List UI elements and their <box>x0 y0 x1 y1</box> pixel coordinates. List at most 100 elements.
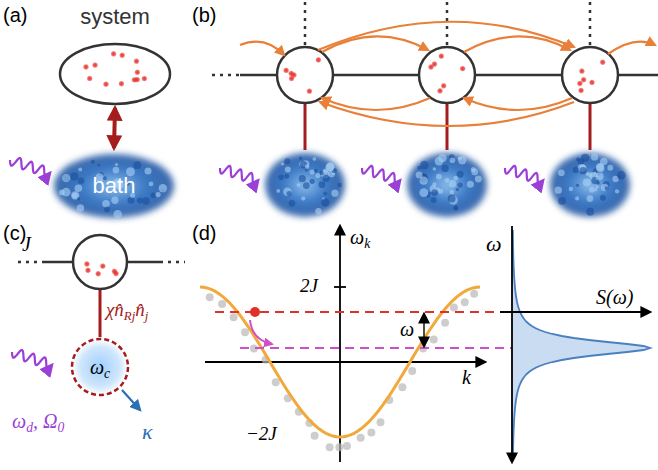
particle-dot <box>110 51 116 57</box>
text-run: , Ω <box>33 410 57 432</box>
bath-speckle <box>71 191 79 199</box>
bath-speckle <box>322 175 329 182</box>
particle-dot <box>580 77 586 83</box>
subscript: c <box>104 366 110 381</box>
mode-dot <box>376 418 384 426</box>
hopping-arrow <box>608 42 655 54</box>
bath-speckle <box>276 189 280 193</box>
lattice-site <box>562 47 618 103</box>
bath-speckle <box>441 165 448 172</box>
mode-dot <box>343 442 351 450</box>
bath-speckle <box>104 206 110 212</box>
lattice-site <box>277 47 333 103</box>
subscript: j <box>145 308 149 323</box>
node-text: bath <box>93 173 136 199</box>
bath-speckle <box>454 206 459 211</box>
panel-label: (d) <box>192 222 216 244</box>
bath-speckle <box>281 162 284 165</box>
cavity-outline <box>72 339 128 395</box>
coupling-line <box>99 290 102 337</box>
coupling-label: χn̂Rjn̂j <box>106 300 148 321</box>
omega-k-axis <box>339 226 341 462</box>
k-axis <box>205 361 485 363</box>
bath-speckle <box>283 187 292 196</box>
drive-wave <box>360 163 401 185</box>
bath-speckle <box>284 174 289 179</box>
text-run: ω <box>486 231 502 256</box>
particle-dot <box>599 59 605 65</box>
lattice-bond-dashed <box>589 2 592 45</box>
text-run: n̂ <box>135 299 145 320</box>
node-text: ωc <box>90 356 110 379</box>
bath-speckle <box>315 173 320 178</box>
coupling-line <box>304 103 307 150</box>
particle-dot <box>119 52 125 58</box>
text-run: J <box>22 233 31 255</box>
particle-dot <box>95 271 101 277</box>
particle-dot <box>315 57 321 63</box>
bath-speckle <box>435 157 444 166</box>
mode-dot <box>357 434 365 442</box>
bath-speckle <box>600 195 606 201</box>
bath-speckle <box>75 184 83 192</box>
drive-wave <box>10 347 53 369</box>
bath-speckle <box>558 169 565 176</box>
bath-speckle <box>456 188 460 192</box>
mode-dot <box>470 290 478 298</box>
particle-dot <box>118 80 124 86</box>
bath-speckle <box>303 182 310 189</box>
hopping-arrow <box>320 102 574 126</box>
bath-speckle <box>78 177 85 184</box>
lattice-site <box>73 235 127 289</box>
bath-speckle <box>454 205 458 209</box>
bath-speckle <box>605 187 609 191</box>
bath-blob <box>265 153 345 217</box>
bath-speckle <box>432 182 436 186</box>
drive-wave <box>8 155 51 177</box>
spectrum-fill <box>512 230 650 455</box>
bath-speckle <box>299 175 306 182</box>
bath-speckle <box>594 188 597 191</box>
mode-dot <box>461 298 469 306</box>
text-run: χn̂ <box>106 299 124 320</box>
omega-arrow <box>423 314 424 346</box>
system-ellipse: system <box>58 42 172 106</box>
text-run: S(ω) <box>596 286 633 308</box>
bath-speckle <box>449 180 457 188</box>
particle-dot <box>141 75 147 81</box>
bath-speckle <box>297 183 301 187</box>
bath-speckle <box>62 174 70 182</box>
bath-speckle <box>449 190 454 195</box>
text-run: ω <box>400 318 414 340</box>
bath-blob <box>550 153 630 217</box>
bath-speckle <box>569 187 574 192</box>
text-run: bath <box>93 173 136 198</box>
particle-dot <box>113 270 119 276</box>
axis-label: ωk <box>350 226 370 248</box>
drive-wave <box>218 163 259 185</box>
bath-speckle <box>558 197 566 205</box>
bath-speckle <box>115 163 118 166</box>
bath-speckle <box>471 167 476 172</box>
mode-dot <box>398 383 406 391</box>
hopping-arrow <box>318 22 574 50</box>
bath-speckle <box>289 200 296 207</box>
mode-dot <box>367 429 375 437</box>
text-run: 2J <box>300 275 318 296</box>
text-run: (a) <box>3 4 27 26</box>
bath-speckle <box>323 168 328 173</box>
bath-speckle <box>438 189 443 194</box>
bath-blob <box>54 154 174 218</box>
drive-wave <box>503 163 544 185</box>
particle-dot <box>133 58 139 64</box>
cavity-mode: ωc <box>70 337 130 397</box>
bath-speckle <box>78 167 82 171</box>
particle-dot <box>103 81 109 87</box>
bath-speckle <box>62 173 70 181</box>
bath-speckle <box>285 167 291 173</box>
text-run: ω <box>90 356 104 378</box>
tick-label: 2J <box>300 276 318 297</box>
bath-speckle <box>305 164 309 168</box>
lattice-bond-dashed <box>446 2 449 45</box>
particle-dot <box>134 69 140 75</box>
